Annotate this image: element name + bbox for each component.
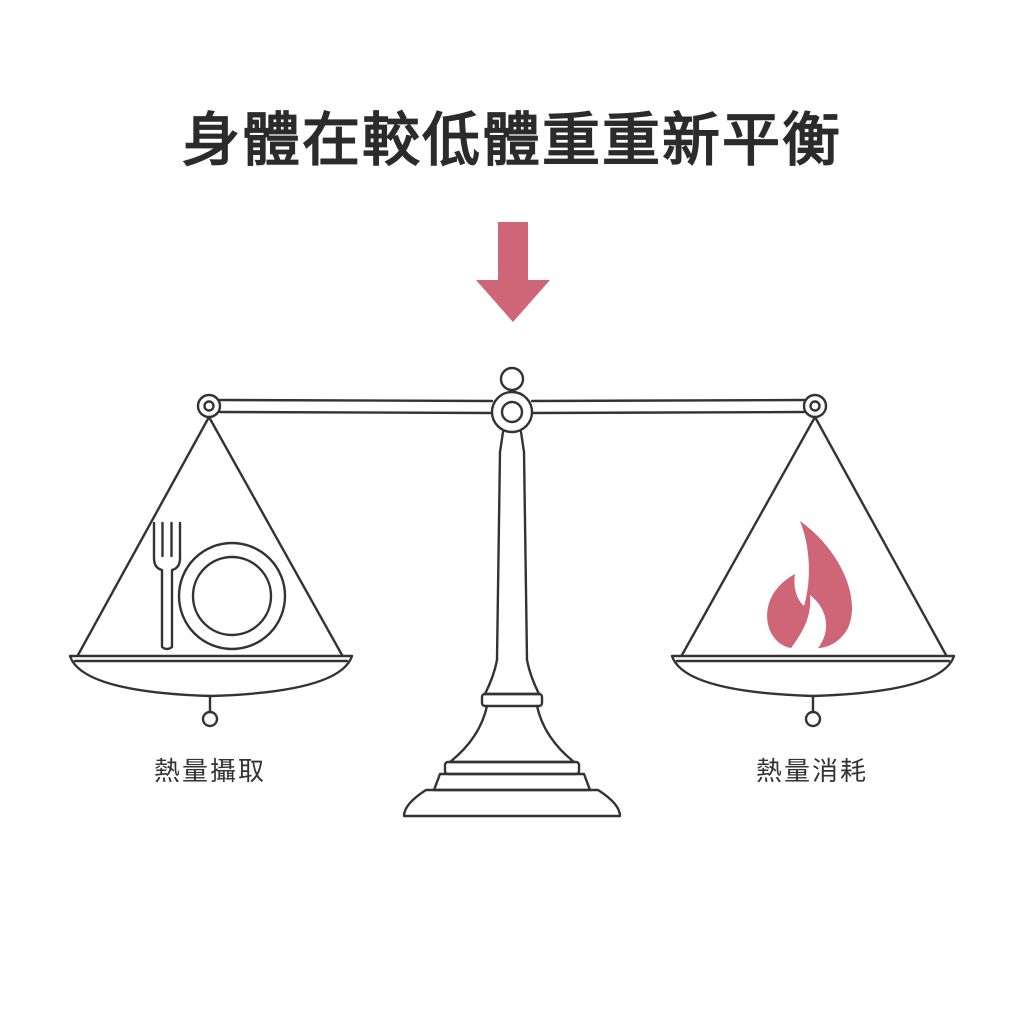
scale-beam [196, 393, 828, 419]
flame-icon [767, 521, 853, 648]
plate-icon [177, 541, 287, 651]
right-pan [670, 415, 956, 728]
left-pan [68, 415, 354, 728]
diagram-title: 身體在較低體重重新平衡 [181, 106, 842, 174]
scale-stand [402, 430, 622, 818]
right-pan-label: 熱量消耗 [755, 757, 868, 787]
scale-pivot [490, 366, 534, 434]
arrow-down-icon [476, 222, 550, 322]
left-pan-label: 熱量攝取 [153, 757, 266, 787]
fork-icon [152, 521, 182, 651]
